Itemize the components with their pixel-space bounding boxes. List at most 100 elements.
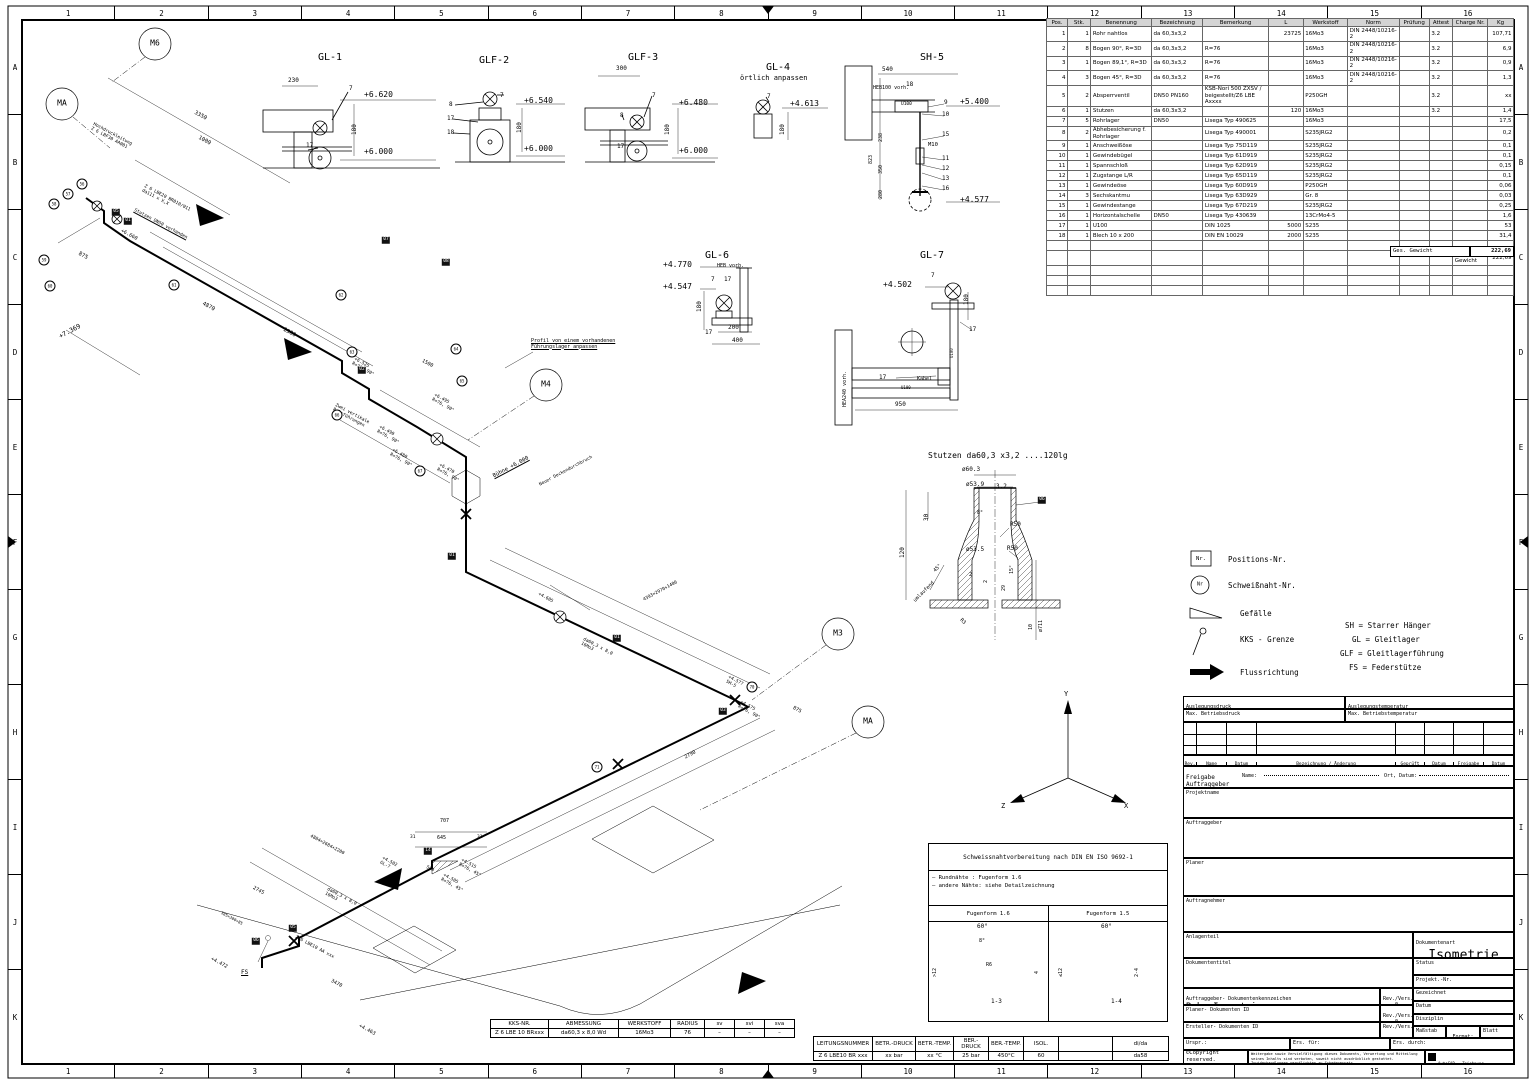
table-cell: 1 (1066, 210, 1092, 222)
table-cell: 1 (1066, 150, 1092, 162)
table-cell (1151, 160, 1204, 172)
table-cell (1267, 180, 1304, 192)
table-cell: 7 (1046, 115, 1068, 127)
table-cell: Bogen 45°, R=3D (1090, 70, 1153, 86)
table-cell (1398, 140, 1430, 152)
ruler-label: H (1514, 685, 1528, 780)
table-cell (1452, 115, 1489, 127)
table-cell (1151, 140, 1204, 152)
table-cell: 3.2 (1428, 40, 1454, 57)
table-cell: 1,3 (1487, 70, 1514, 86)
dokumentenart-value: Isometrie (1428, 948, 1499, 958)
table-cell (1398, 125, 1430, 142)
ruler-label: E (8, 400, 22, 495)
table-cell: 53 (1487, 220, 1514, 232)
field-betriebsdruck-label: Max. Betriebsdruck (1183, 709, 1345, 722)
ruler-label: 9 (769, 1064, 862, 1078)
table-cell: 16Mo3 (1302, 55, 1349, 72)
table-cell: 120 (1267, 105, 1304, 117)
table-cell: xx bar (872, 1051, 916, 1061)
table-cell: Lisega Typ 65D119 (1202, 170, 1269, 182)
table-cell (1090, 275, 1153, 286)
ruler-label: 6 (489, 1064, 582, 1078)
table-cell: DIN 2448/10216-2 (1347, 26, 1400, 42)
ruler-label: C (1514, 210, 1528, 305)
table-cell (1452, 285, 1489, 296)
table-cell: 0,15 (1487, 160, 1514, 172)
table-cell: 16Mo3 (1302, 40, 1349, 57)
table-cell: 8 (1046, 125, 1068, 142)
ruler-label: 7 (582, 1064, 676, 1078)
table-cell (1398, 84, 1430, 107)
table-cell: xx °C (915, 1051, 954, 1061)
table-cell: Stutzen (1090, 105, 1153, 117)
table-cell (1428, 265, 1454, 276)
revision-rows (1183, 722, 1514, 755)
table-cell (1452, 40, 1489, 57)
table-cell: – (764, 1028, 795, 1038)
ruler-label: 6 (489, 6, 582, 20)
ruler-label: F (8, 495, 22, 590)
field-status: Status (1413, 958, 1514, 975)
table-cell: da 60,3x3,2 (1151, 26, 1204, 42)
table-cell (1398, 180, 1430, 192)
table-cell: da60,3 x 8,0 Wd (548, 1028, 619, 1038)
table-cell (1428, 220, 1454, 232)
weld-prep-box: Schweissnahtvorbereitung nach DIN EN ISO… (928, 843, 1168, 1022)
table-cell: 2 (1066, 84, 1092, 107)
ruler-label: 5 (395, 6, 489, 20)
table-cell: 3.2 (1428, 84, 1454, 107)
table-cell: 0,9 (1487, 55, 1514, 72)
field-auftragnehmer: Auftragnehmer (1183, 896, 1514, 932)
ruler-label: 13 (1142, 6, 1236, 20)
table-cell: 2000 (1267, 230, 1304, 242)
revision-header: Rev. Name Datum Bezeichnung / Änderung G… (1183, 755, 1514, 766)
table-cell: P250GH (1302, 84, 1349, 107)
table-cell: 0,25 (1487, 200, 1514, 212)
table-cell: P250GH (1302, 180, 1349, 192)
table-cell (1151, 200, 1204, 212)
ruler-label: G (8, 590, 22, 685)
table-cell: Abhebesicherung f. Rohrlager (1090, 125, 1153, 142)
table-cell (1452, 180, 1489, 192)
ruler-label: E (1514, 400, 1528, 495)
table-cell (1398, 210, 1430, 222)
table-cell: 1 (1066, 230, 1092, 242)
table-cell (1428, 160, 1454, 172)
ruler-label: 13 (1142, 1064, 1236, 1078)
ruler-label: 2 (115, 1064, 209, 1078)
ruler-label: B (8, 115, 22, 210)
table-cell: 0,03 (1487, 190, 1514, 202)
table-cell: svi (734, 1019, 765, 1029)
table-cell (1452, 200, 1489, 212)
table-cell: DIN 2448/10216-2 (1347, 55, 1400, 72)
field-auslegungstemp-label: Auslegungstemperatur (1348, 704, 1409, 709)
table-cell: 5000 (1267, 220, 1304, 232)
cad-note: AutoCAD - ZeichnungÄnderungen nur im CAD… (1425, 1050, 1514, 1064)
table-cell (1398, 150, 1430, 162)
table-cell: da 60,3x3,2 (1151, 105, 1204, 117)
table-cell (1151, 170, 1204, 182)
field-planer: Planer (1183, 858, 1514, 896)
table-cell (1347, 160, 1400, 172)
table-cell: sv (704, 1019, 735, 1029)
ruler-label: K (12, 1012, 18, 1022)
table-row (1046, 240, 1514, 252)
table-cell (1398, 160, 1430, 172)
table-cell (1398, 170, 1430, 182)
table-cell (1428, 140, 1454, 152)
table-cell (1046, 250, 1068, 266)
table-cell: 0,06 (1487, 180, 1514, 192)
table-cell (1398, 70, 1430, 86)
table-cell (1151, 190, 1204, 202)
table-cell (1267, 265, 1304, 276)
table-cell: 3 (1046, 55, 1068, 72)
table-cell: BETR.-TEMP. (915, 1036, 954, 1052)
table-cell (1398, 105, 1430, 117)
table-cell: BETR.-DRUCK (872, 1036, 916, 1052)
table-cell: 6 (1046, 105, 1068, 117)
table-cell: da 60,3x3,2 (1151, 70, 1204, 86)
